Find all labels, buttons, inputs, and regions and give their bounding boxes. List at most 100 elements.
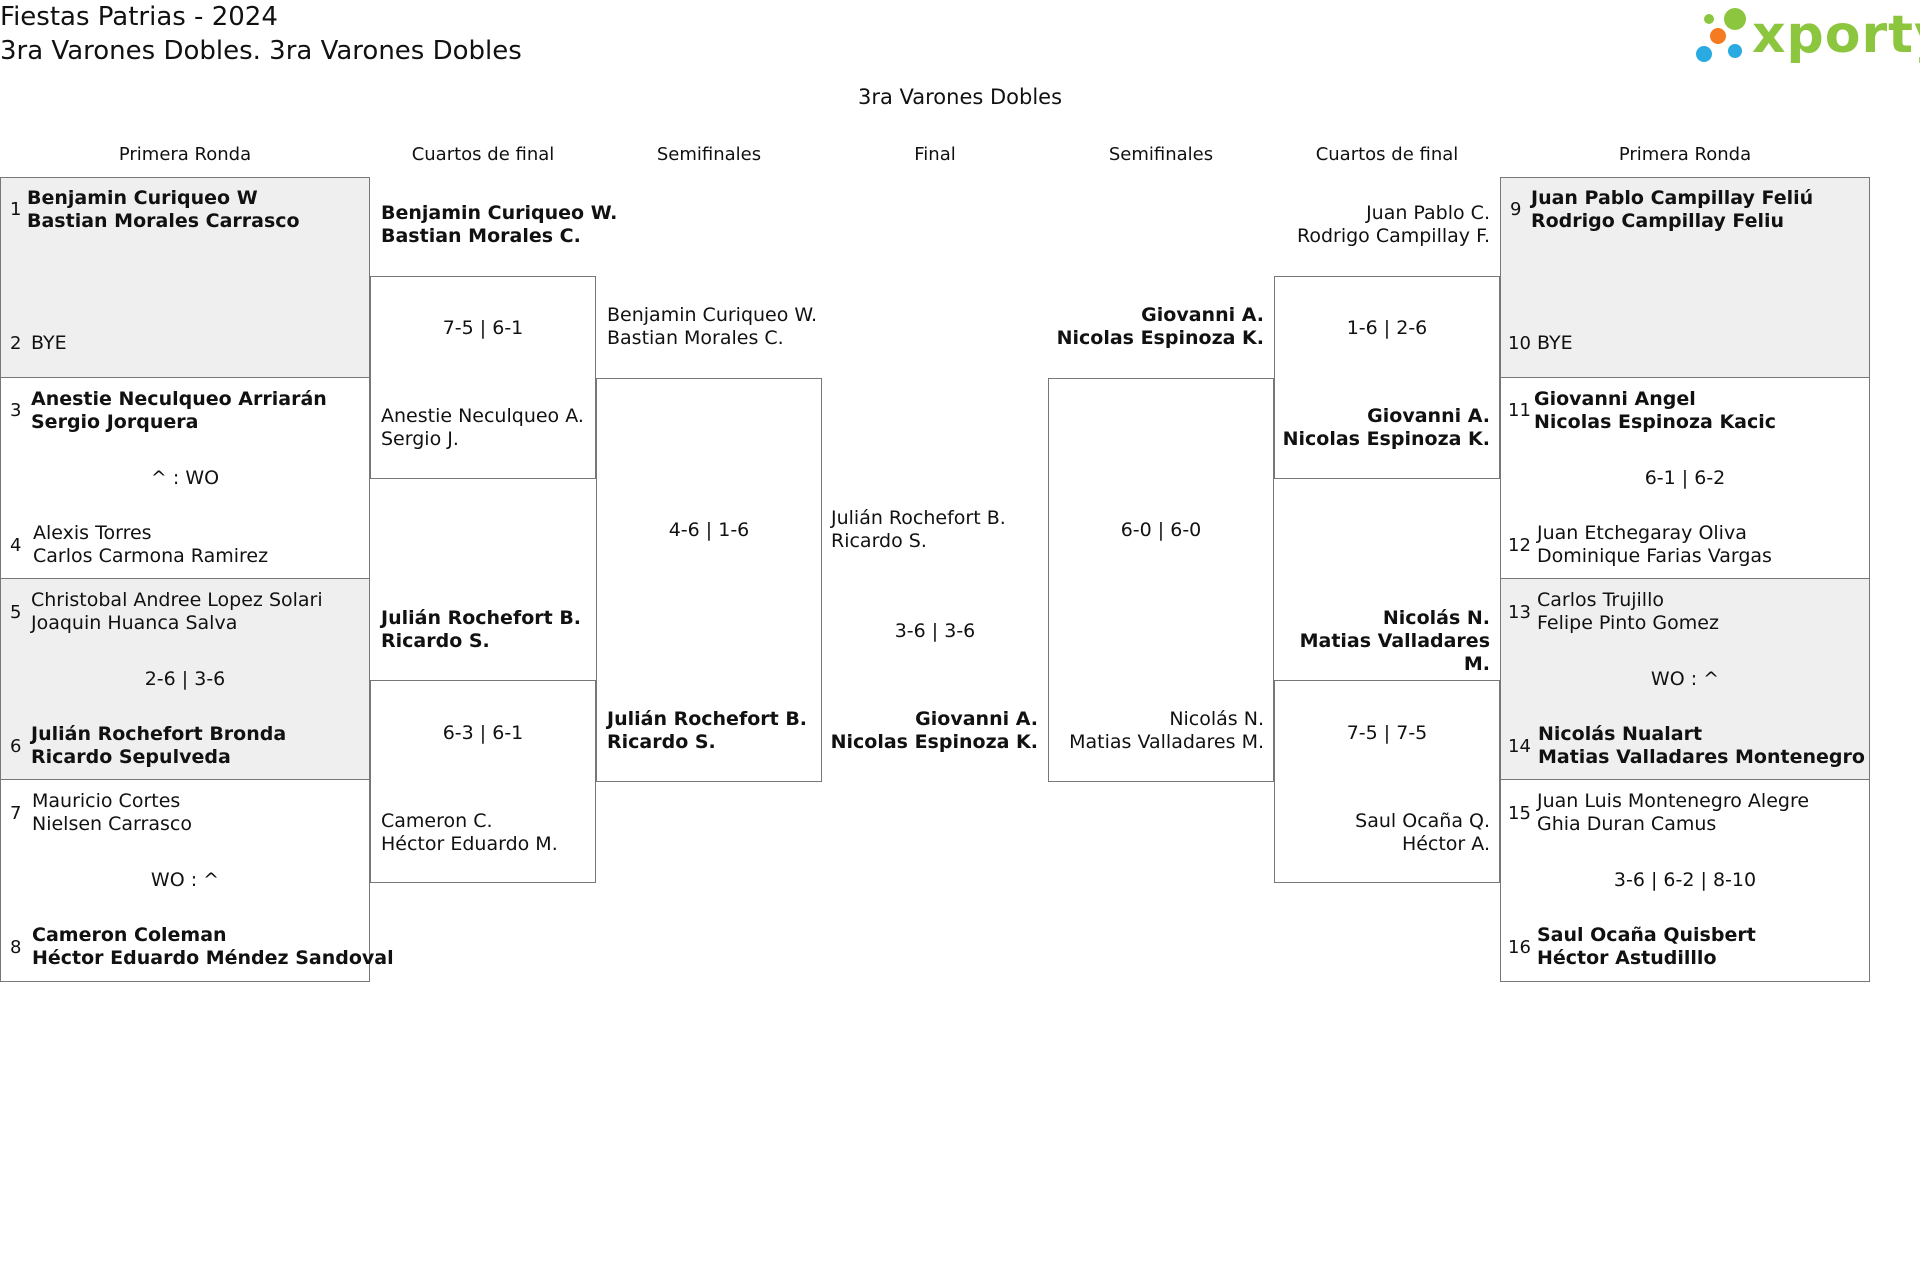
player-name: BYE (31, 332, 67, 354)
player-name: Héctor Eduardo M. (381, 833, 558, 855)
player-name: Felipe Pinto Gomez (1537, 612, 1719, 634)
player-name: Julián Rochefort B. (831, 507, 1006, 529)
player-name: Héctor Eduardo Méndez Sandoval (32, 947, 394, 969)
player-name: Benjamin Curiqueo W. (381, 202, 618, 224)
final-score: 3-6 | 3-6 (894, 620, 976, 642)
player-name: Nicolas Espinoza K. (1056, 327, 1264, 349)
player-name: Giovanni A. (915, 708, 1038, 730)
match-score: ^ : WO (150, 467, 220, 489)
player-name: Anestie Neculqueo A. (381, 405, 584, 427)
match-score: WO : ^ (150, 869, 220, 891)
match-box (1500, 177, 1870, 378)
player-name: Matias Valladares Montenegro (1538, 746, 1865, 768)
category-title: 3ra Varones Dobles. 3ra Varones Dobles (0, 36, 522, 66)
player-name: Sergio Jorquera (31, 411, 199, 433)
match-score: 4-6 | 1-6 (668, 519, 750, 541)
player-name: Anestie Neculqueo Arriarán (31, 388, 327, 410)
match-box (1500, 779, 1870, 982)
player-name: Ricardo S. (831, 530, 927, 552)
seed-number: 8 (10, 937, 22, 958)
player-name: Nicolas Espinoza K. (1282, 428, 1490, 450)
seed-number: 6 (10, 736, 22, 757)
player-name: Nicolas Espinoza Kacic (1534, 411, 1777, 433)
round-header: Cuartos de final (1315, 144, 1459, 165)
round-header: Primera Ronda (118, 144, 252, 165)
xporty-logo: xporty (1690, 2, 1920, 68)
player-name: Juan Etchegaray Oliva (1537, 522, 1747, 544)
match-score: 6-3 | 6-1 (442, 722, 524, 744)
seed-number: 7 (10, 803, 22, 824)
match-score: 7-5 | 7-5 (1346, 722, 1428, 744)
draw-title: 3ra Varones Dobles (857, 85, 1063, 109)
seed-number: 4 (10, 535, 22, 556)
match-score: 1-6 | 2-6 (1346, 317, 1428, 339)
player-name: Bastian Morales C. (381, 225, 581, 247)
player-name: Giovanni A. (1141, 304, 1264, 326)
quarter-connector (1274, 276, 1500, 479)
player-name: Juan Luis Montenegro Alegre (1537, 790, 1810, 812)
seed-number: 15 (1508, 803, 1531, 824)
player-name: Juan Pablo Campillay Feliú (1531, 187, 1814, 209)
logo-dot-blue-small (1728, 44, 1742, 58)
round-header: Semifinales (656, 144, 762, 165)
player-name: Benjamin Curiqueo W (27, 187, 258, 209)
player-name: Ricardo Sepulveda (31, 746, 231, 768)
player-name: Ghia Duran Camus (1537, 813, 1717, 835)
player-name: Nicolás Nualart (1538, 723, 1703, 745)
round-header: Final (914, 144, 956, 165)
seed-number: 5 (10, 602, 22, 623)
player-name: Nicolas Espinoza K. (830, 731, 1038, 753)
player-name: Ricardo S. (607, 731, 716, 753)
player-name: Cameron Coleman (32, 924, 227, 946)
match-box (0, 578, 370, 780)
logo-dot-blue (1696, 46, 1712, 62)
seed-number: 11 (1508, 400, 1531, 421)
player-name: Giovanni Angel (1534, 388, 1696, 410)
player-name: Nicolás N. (1382, 607, 1490, 629)
quarter-connector (370, 680, 596, 883)
semi-connector (1048, 378, 1274, 782)
match-box (0, 779, 370, 982)
match-score: 7-5 | 6-1 (442, 317, 524, 339)
player-name: Rodrigo Campillay F. (1296, 225, 1490, 247)
quarter-connector (370, 276, 596, 479)
match-box (0, 177, 370, 378)
player-name: Sergio J. (381, 428, 459, 450)
player-name: Giovanni A. (1367, 405, 1490, 427)
player-name: Julián Rochefort B. (607, 708, 808, 730)
player-name: Joaquin Huanca Salva (31, 612, 238, 634)
player-name: Bastian Morales C. (607, 327, 784, 349)
player-name: Nicolás N. (1169, 708, 1264, 730)
player-name: Matias Valladares M. (1299, 630, 1490, 675)
player-name: Héctor A. (1401, 833, 1490, 855)
event-title: Fiestas Patrias - 2024 (0, 2, 278, 32)
seed-number: 10 (1508, 333, 1531, 354)
player-name: Saul Ocaña Quisbert (1537, 924, 1756, 946)
match-score: 6-1 | 6-2 (1644, 467, 1726, 489)
quarter-connector (1274, 680, 1500, 883)
player-name: Carlos Trujillo (1537, 589, 1664, 611)
seed-number: 1 (10, 199, 22, 220)
match-score: 6-0 | 6-0 (1120, 519, 1202, 541)
player-name: Julián Rochefort B. (381, 607, 582, 629)
logo-dot-orange (1710, 28, 1726, 44)
logo-dot-green-small (1704, 14, 1714, 24)
round-header: Semifinales (1108, 144, 1214, 165)
semi-connector (596, 378, 822, 782)
player-name: Mauricio Cortes (32, 790, 181, 812)
player-name: Dominique Farias Vargas (1537, 545, 1772, 567)
round-header: Primera Ronda (1618, 144, 1752, 165)
logo-text: xporty (1752, 5, 1920, 65)
player-name: BYE (1537, 332, 1573, 354)
player-name: Juan Pablo C. (1366, 202, 1490, 224)
player-name: Carlos Carmona Ramirez (33, 545, 269, 567)
player-name: Matias Valladares M. (1069, 731, 1264, 753)
seed-number: 14 (1508, 736, 1531, 757)
seed-number: 16 (1508, 937, 1531, 958)
player-name: Bastian Morales Carrasco (27, 210, 300, 232)
player-name: Julián Rochefort Bronda (31, 723, 287, 745)
seed-number: 9 (1510, 199, 1522, 220)
player-name: Ricardo S. (381, 630, 490, 652)
player-name: Cameron C. (381, 810, 493, 832)
seed-number: 12 (1508, 535, 1531, 556)
